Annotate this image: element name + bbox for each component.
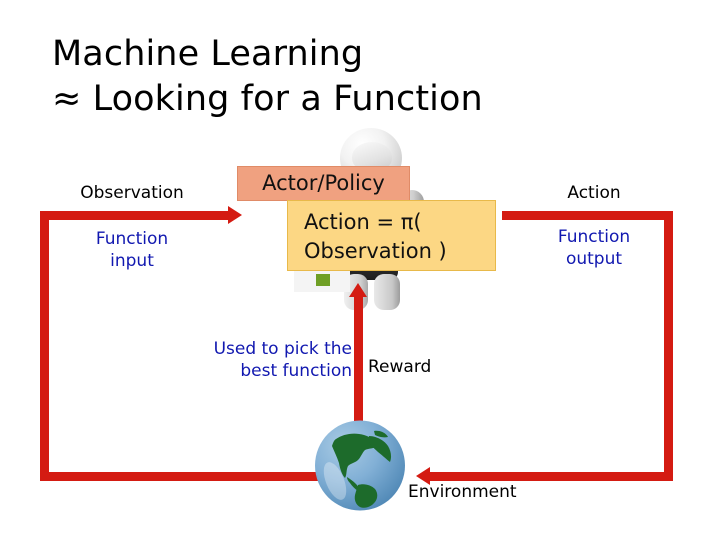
policy-formula-line-1: Action = π( — [304, 210, 422, 234]
robot-panel-chip-bottom — [316, 274, 330, 286]
observation-label: Observation — [80, 183, 184, 203]
loop-segment-top-right — [502, 211, 673, 220]
loop-segment-bottom-left — [40, 472, 318, 481]
loop-segment-right-vertical — [664, 211, 673, 481]
arrow-right-icon — [228, 206, 242, 224]
arrow-left-icon — [416, 467, 430, 485]
loop-segment-top-left — [40, 211, 230, 220]
reward-label: Reward — [368, 357, 432, 377]
reward-arrow-shaft — [354, 296, 363, 426]
actor-policy-label: Actor/Policy — [262, 171, 385, 195]
loop-segment-bottom-right — [430, 472, 673, 481]
used-to-pick-best-function-label: Used to pick the best function — [213, 339, 352, 382]
arrow-up-icon — [349, 283, 367, 297]
function-input-label: Function input — [95, 229, 169, 272]
robot-leg-right — [374, 274, 400, 310]
actor-policy-box[interactable]: Actor/Policy — [237, 166, 410, 201]
function-output-label: Function output — [557, 227, 631, 270]
loop-segment-left-vertical — [40, 211, 49, 481]
environment-label: Environment — [408, 482, 517, 502]
action-label: Action — [567, 183, 621, 203]
globe-icon — [315, 420, 405, 511]
policy-formula-box[interactable]: Action = π( Observation ) — [287, 200, 496, 271]
page-title: Machine Learning ≈ Looking for a Functio… — [52, 34, 483, 119]
policy-formula-line-2: Observation ) — [304, 238, 447, 263]
